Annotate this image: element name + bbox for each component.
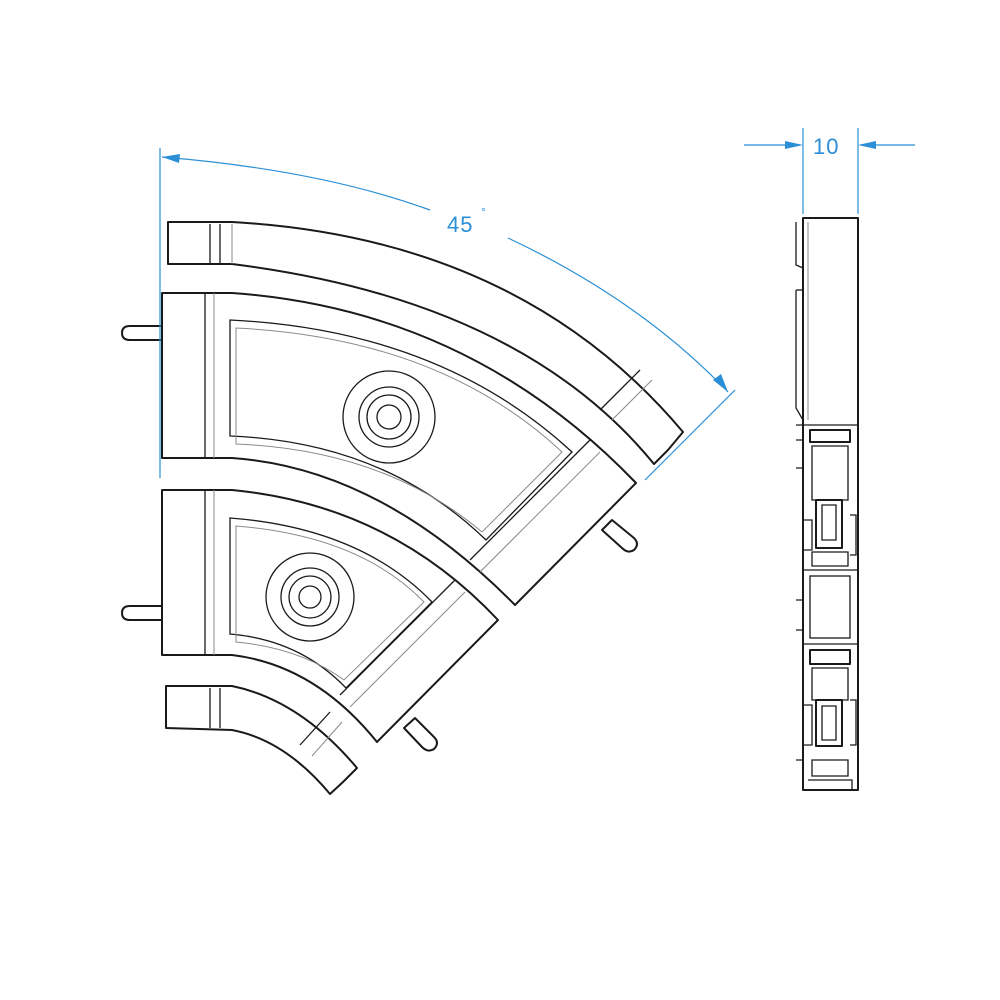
angle-arrowhead-right	[713, 374, 728, 392]
front-view	[121, 221, 684, 795]
angle-arc-left	[161, 156, 431, 211]
thickness-arrowhead-right	[858, 141, 876, 149]
lower-segment-body	[161, 489, 499, 743]
upper-segment-pocket	[229, 319, 573, 541]
side-clip-upper	[802, 429, 857, 567]
angle-arc-right	[507, 237, 729, 393]
angle-degree-symbol: °	[481, 205, 486, 219]
angle-dimension: 45 °	[159, 148, 736, 481]
angle-arrowhead-left	[162, 154, 180, 163]
upper-bolt-boss	[342, 370, 436, 464]
thickness-dimension: 10	[744, 128, 915, 214]
upper-segment-body	[161, 292, 637, 606]
pin-left-lower	[121, 605, 163, 621]
lower-segment-pocket	[229, 517, 433, 689]
angle-extension-line-right	[644, 389, 736, 481]
angle-label: 45	[447, 212, 473, 237]
pin-right-lower	[403, 717, 438, 752]
side-view	[795, 217, 859, 791]
lower-bolt-boss	[265, 552, 355, 642]
side-clip-lower	[802, 649, 857, 790]
pin-right-upper	[601, 519, 638, 553]
inner-cap-band	[165, 685, 358, 795]
pin-left-upper	[121, 325, 163, 341]
side-center-block	[809, 575, 851, 639]
thickness-label: 10	[813, 134, 839, 159]
thickness-arrowhead-left	[785, 141, 803, 149]
